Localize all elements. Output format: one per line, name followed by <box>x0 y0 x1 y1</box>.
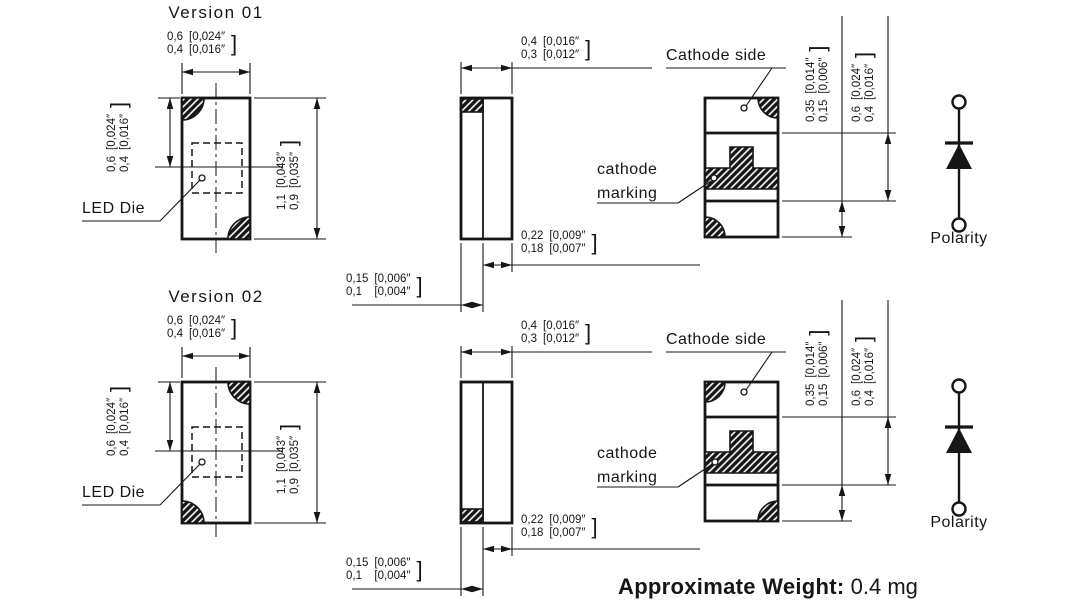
v1-cathode-marking-label: cathode marking <box>597 161 658 202</box>
v1-cathode-side-label: Cathode side <box>666 47 767 64</box>
v2-side-view <box>352 346 700 596</box>
v2-cathode-marking-leader-dot <box>711 458 719 466</box>
v1-led-die-leader-dot <box>198 174 206 182</box>
approximate-weight: Approximate Weight: 0.4 mg <box>618 574 918 600</box>
v2-corner-hatch-back-top-left <box>704 381 726 403</box>
v1-diode-triangle <box>946 144 972 169</box>
v2-diode-symbol <box>945 378 973 517</box>
v2-cathode-side-leader-dot <box>740 388 748 396</box>
v1-diode-symbol <box>945 94 973 233</box>
v2-led-die-outline <box>191 426 243 478</box>
v1-corner-hatch-bottom-right <box>227 216 251 240</box>
v1-corner-hatch-back-top-right <box>757 97 779 119</box>
v2-corner-hatch-top-right <box>227 381 251 405</box>
v1-cathode-marking-shape <box>704 146 779 190</box>
v1-corner-hatch-back-bottom-left <box>704 216 726 238</box>
v1-corner-hatch-top-left <box>181 97 205 121</box>
v2-side-view-outline <box>459 380 514 525</box>
v1-led-die-label: LED Die <box>82 200 146 217</box>
v2-corner-hatch-back-bottom-right <box>757 500 779 522</box>
v2-led-die-label: LED Die <box>82 484 146 501</box>
v2-cathode-marking-label: cathode marking <box>597 445 658 486</box>
v1-side-view-outline <box>459 96 514 241</box>
v1-cathode-marking-leader-dot <box>710 174 718 182</box>
v2-led-die-leader-dot <box>198 458 206 466</box>
v1-cathode-side-leader-dot <box>740 104 748 112</box>
v2-top-view <box>82 347 326 537</box>
v1-back-view <box>597 16 896 239</box>
v2-corner-hatch-bottom-left <box>181 500 205 524</box>
v2-side-cathode-hatch <box>460 508 484 523</box>
v2-diode-triangle <box>946 428 972 453</box>
v2-title: Version 02 <box>168 287 264 306</box>
approximate-weight-label: Approximate Weight: <box>618 574 845 599</box>
v1-led-die-outline <box>191 142 243 194</box>
v2-polarity-label: Polarity <box>930 514 988 531</box>
v2-back-view <box>597 300 896 523</box>
v1-title: Version 01 <box>168 3 264 22</box>
approximate-weight-value: 0.4 mg <box>850 574 918 599</box>
v2-cathode-marking-shape <box>704 430 779 474</box>
v1-side-cathode-hatch <box>460 98 484 113</box>
v1-top-view <box>82 63 326 253</box>
v2-cathode-side-label: Cathode side <box>666 331 767 348</box>
v1-polarity-label: Polarity <box>930 230 988 247</box>
v1-side-view <box>352 62 700 312</box>
